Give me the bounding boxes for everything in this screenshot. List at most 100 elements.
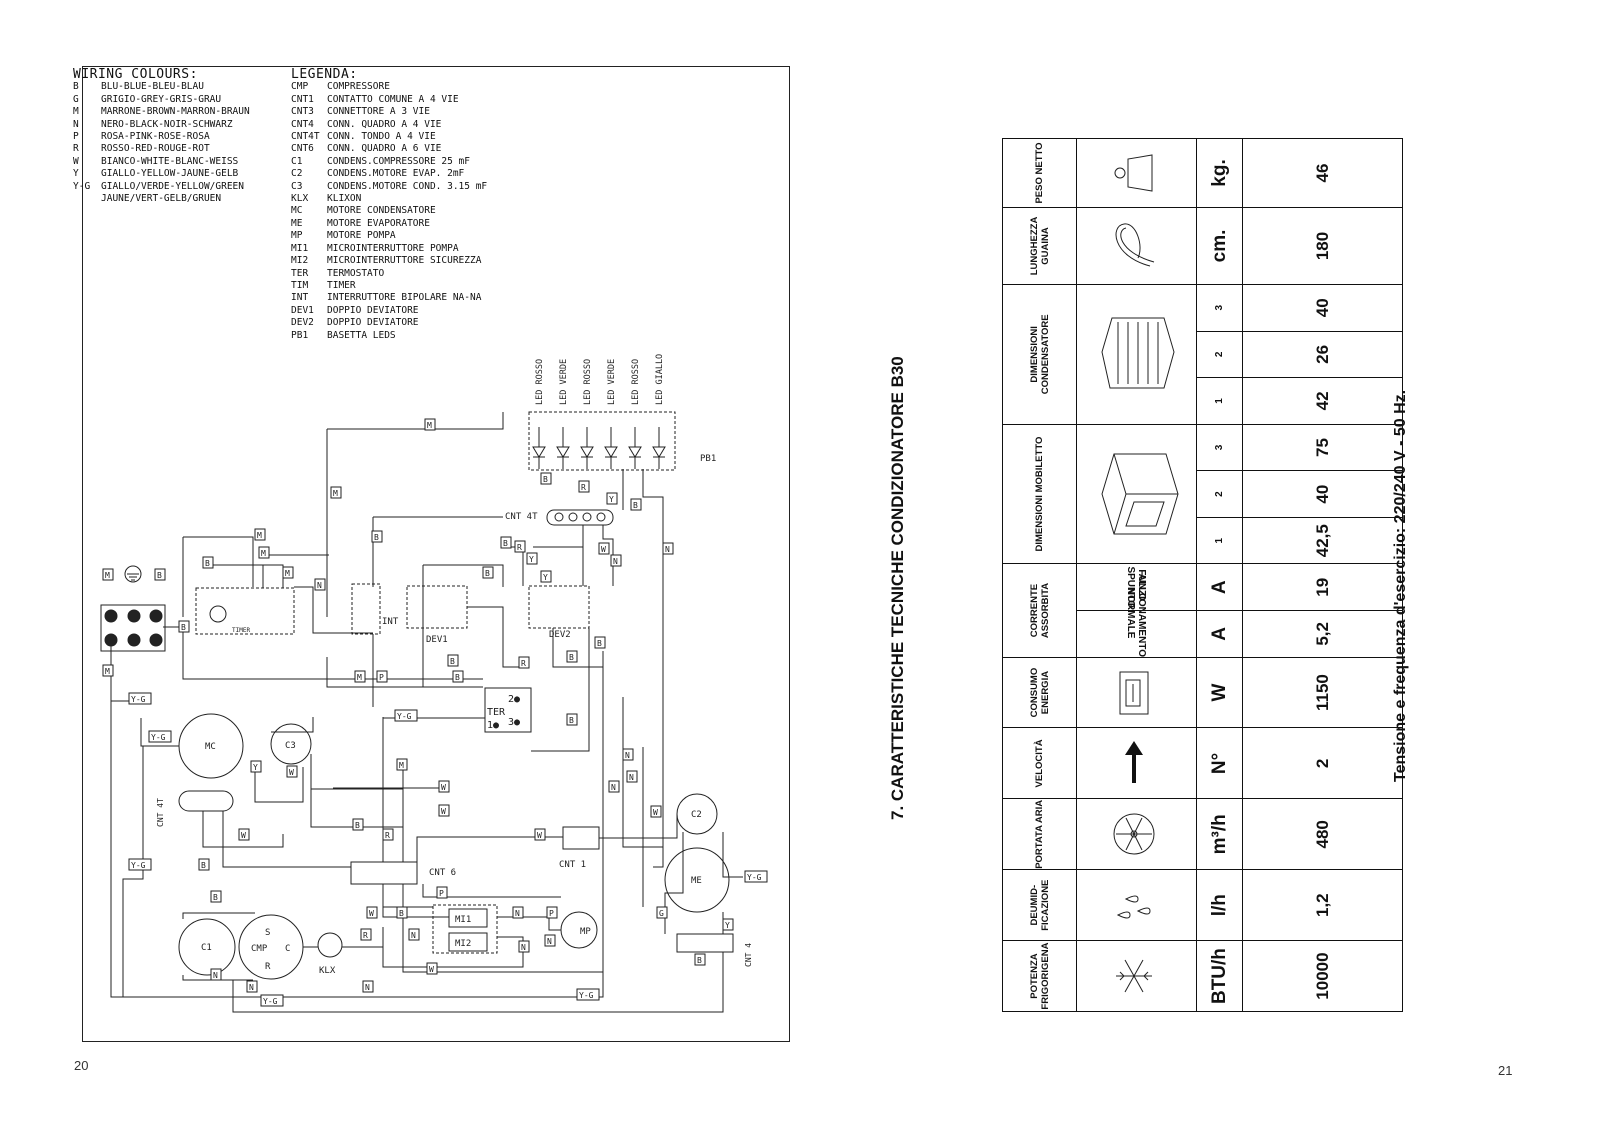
- dev1-switch: [406, 585, 468, 629]
- wire-tag-text: B: [374, 533, 379, 542]
- svg-text:TIMER: TIMER: [232, 627, 250, 634]
- wire-tag-text: M: [357, 673, 362, 682]
- condensatore-idx-2: 2: [1196, 331, 1243, 378]
- wire-tag-text: B: [213, 893, 218, 902]
- led-label: LED ROSSO: [631, 359, 641, 405]
- value-mobiletto-1: 42,5: [1242, 517, 1403, 564]
- fan-icon: [1076, 798, 1197, 870]
- wiring-colour-code: Y-G: [73, 180, 91, 192]
- svg-text:C: C: [285, 944, 290, 954]
- wire-tag-text: B: [697, 956, 702, 965]
- unit-peso: kg.: [1196, 138, 1243, 208]
- wire-tag-text: W: [441, 783, 446, 792]
- wire-tag-text: B: [399, 909, 404, 918]
- dev2-label: DEV2: [549, 630, 571, 640]
- legenda-code: TIM: [291, 279, 309, 291]
- legenda-row: C1 CONDENS.COMPRESSORE 25 mF: [291, 156, 487, 168]
- wire-tag-text: B: [355, 821, 360, 830]
- wire-tag: [534, 828, 546, 841]
- wire-tag-text: N: [625, 751, 630, 760]
- wire-tag-text: N: [515, 909, 520, 918]
- value-consumo: 1150: [1242, 657, 1403, 728]
- wire-tag: [314, 578, 326, 591]
- mobiletto-idx-3: 3: [1196, 424, 1243, 471]
- wire-tag-text: Y-G: [151, 733, 166, 742]
- wire-tag-text: M: [105, 571, 110, 580]
- wire-tag-text: N: [629, 773, 634, 782]
- svg-text:MI2: MI2: [455, 939, 471, 949]
- wire-tag: [148, 730, 172, 743]
- unit-portata: m³/h: [1196, 798, 1243, 870]
- wire-tag: [622, 748, 634, 761]
- c3-capacitor: [270, 723, 312, 765]
- led-diode: [532, 427, 546, 469]
- wire-tag: [482, 566, 494, 579]
- wire-tag: [512, 906, 524, 919]
- wire-tag: [198, 858, 210, 871]
- led-diode: [580, 427, 594, 469]
- wire-tag: [154, 568, 166, 581]
- svg-text:CNT 4: CNT 4: [744, 943, 753, 967]
- wire-tag: [102, 664, 114, 677]
- legenda-code: C1: [291, 155, 303, 167]
- svg-text:C1: C1: [201, 943, 212, 953]
- led-label: LED GIALLO: [655, 354, 665, 405]
- svg-text:S: S: [265, 928, 270, 938]
- wire-tag-text: N: [521, 943, 526, 952]
- legenda-text: CONDENS.COMPRESSORE 25 mF: [327, 155, 470, 167]
- legenda-text: CONN. TONDO A 4 VIE: [327, 131, 436, 143]
- wire-tag-text: R: [581, 483, 586, 492]
- wire-tag: [376, 670, 388, 683]
- wire-tag-text: B: [633, 501, 638, 510]
- led-diode: [628, 427, 642, 469]
- svg-text:C2: C2: [691, 810, 702, 820]
- wiring-colour-text: GRIGIO-GREY-GRIS-GRAU: [101, 93, 222, 105]
- legenda-code: KLX: [291, 193, 309, 205]
- wire-tag-text: N: [317, 581, 322, 590]
- wire-tag: [598, 542, 610, 555]
- wire-tag-text: M: [427, 421, 432, 430]
- wire-tag: [694, 953, 706, 966]
- legenda-text: TIMER: [327, 279, 356, 291]
- wire-tag: [210, 890, 222, 903]
- wire-tag: [360, 928, 372, 941]
- wire-tag: [396, 906, 408, 919]
- wire-tag: [102, 568, 114, 581]
- wire-tag: [500, 536, 512, 549]
- wiring-colour-text: BLU-BLUE-BLEU-BLAU: [101, 81, 204, 93]
- wire-tag: [382, 828, 394, 841]
- wire-tag-text: Y: [609, 495, 614, 504]
- legenda-code: INT: [291, 292, 309, 304]
- condensatore-idx-3: 3: [1196, 284, 1243, 332]
- wire-tag: [286, 765, 298, 778]
- unit-guaina: cm.: [1196, 207, 1243, 285]
- wire-tag: [436, 886, 448, 899]
- col-header-deumid: DEUMID-FICAZIONE: [1002, 869, 1077, 941]
- legenda-text: TERMOSTATO: [327, 267, 385, 279]
- svg-text:KLX: KLX: [319, 966, 336, 976]
- legenda-code: MI2: [291, 255, 309, 267]
- wire-tag-text: Y-G: [397, 712, 412, 721]
- wire-tag-text: B: [503, 539, 508, 548]
- legenda-code: DEV2: [291, 317, 314, 329]
- wire-tag-text: N: [249, 983, 254, 992]
- wire-tag: [202, 556, 214, 569]
- wire-tag: [354, 670, 366, 683]
- wire-tag-text: B: [569, 716, 574, 725]
- wire-tag-text: M: [285, 569, 290, 578]
- wire-tag: [650, 805, 662, 818]
